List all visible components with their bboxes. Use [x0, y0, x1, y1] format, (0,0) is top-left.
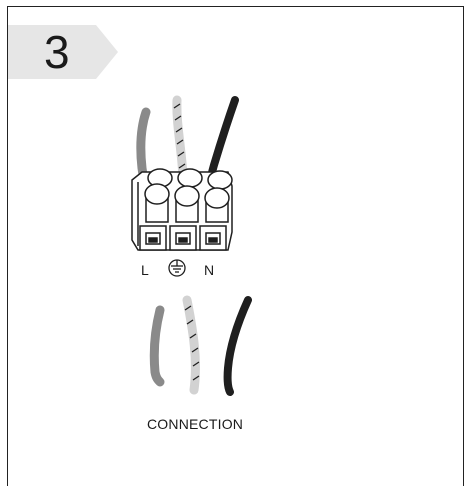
earth-wire-bottom [182, 295, 200, 395]
step-tab-shape [8, 25, 118, 79]
step-number: 3 [44, 26, 70, 78]
step-tab: 3 [8, 25, 118, 79]
live-wire-bottom [149, 305, 165, 387]
panel-frame [7, 6, 464, 486]
earth-ground-icon [168, 259, 186, 277]
neutral-wire-bottom [223, 296, 252, 396]
terminal-label-live: L [141, 262, 149, 278]
terminal-label-neutral: N [204, 262, 215, 278]
earth-wire-top [172, 95, 188, 183]
diagram-caption: CONNECTION [147, 416, 244, 432]
terminal-block [131, 168, 233, 251]
